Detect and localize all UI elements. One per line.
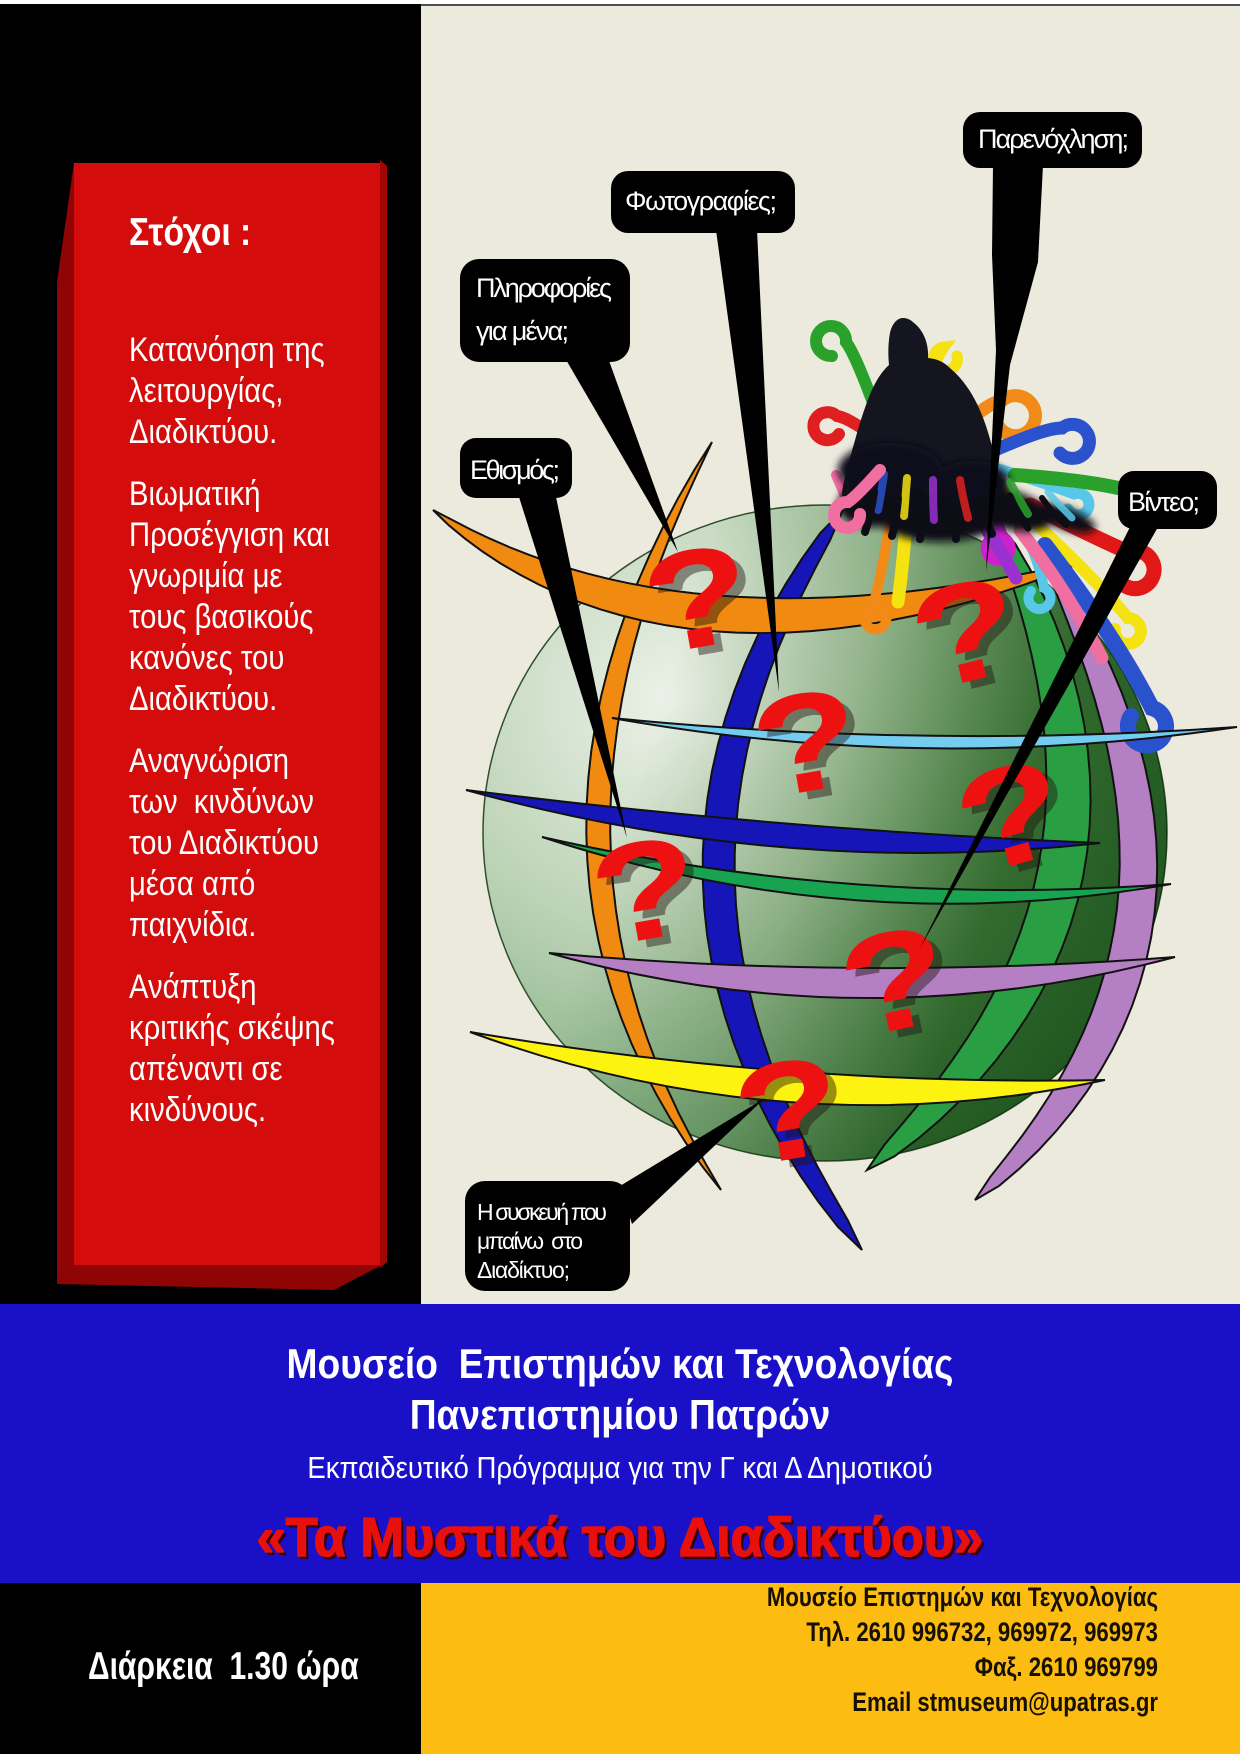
svg-text:Η συσκευή που: Η συσκευή που (477, 1199, 607, 1225)
svg-text:για μένα;: για μένα; (476, 316, 569, 346)
svg-text:Παρενόχληση;: Παρενόχληση; (978, 124, 1129, 154)
svg-text:μπαίνω στο: μπαίνω στο (477, 1228, 583, 1254)
svg-text:Βίντεο;: Βίντεο; (1128, 487, 1200, 517)
svg-text:Εθισμός;: Εθισμός; (470, 455, 560, 485)
svg-text:Διαδίκτυο;: Διαδίκτυο; (477, 1257, 570, 1283)
svg-text:Πληροφορίες: Πληροφορίες (476, 273, 612, 303)
svg-text:?: ? (731, 1031, 863, 1204)
svg-text:?: ? (579, 804, 711, 977)
svg-text:?: ? (749, 663, 881, 836)
svg-text:?: ? (588, 811, 720, 984)
svg-text:?: ? (740, 656, 872, 829)
svg-text:?: ? (631, 512, 763, 685)
svg-text:?: ? (640, 519, 772, 692)
svg-text:Φωτογραφίες;: Φωτογραφίες; (625, 186, 777, 216)
